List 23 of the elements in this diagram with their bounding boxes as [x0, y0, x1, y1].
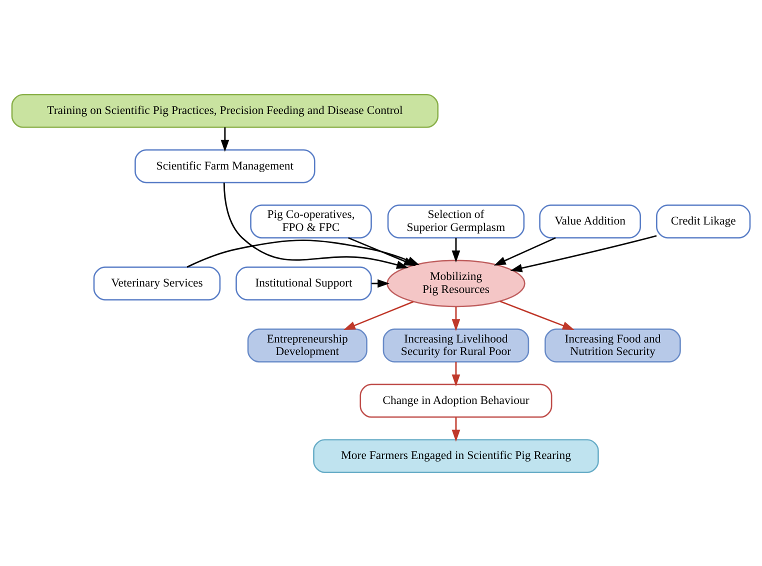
arrow: [452, 306, 460, 331]
node-box: Credit Likage: [656, 204, 751, 238]
node-box: Increasing Food and Nutrition Security: [544, 328, 681, 362]
arrow: [223, 182, 409, 268]
node-box: Institutional Support: [236, 266, 372, 300]
arrow: [343, 300, 414, 330]
node-box: Increasing Livelihood Security for Rural Poor: [382, 328, 530, 362]
node-box: More Farmers Engaged in Scientific Pig Rearing: [313, 438, 599, 473]
node-box: Entrepreneurship Development: [247, 328, 368, 362]
arrow: [220, 126, 230, 152]
node-box: Scientific Farm Management: [134, 148, 316, 183]
arrow: [452, 361, 460, 386]
node-box: Value Addition: [539, 204, 642, 238]
node-box: Pig Co-operatives, FPO & FPC: [250, 204, 372, 238]
node-box: Change in Adoption Behaviour: [360, 383, 552, 418]
arrow: [500, 300, 575, 330]
arrow: [510, 234, 657, 272]
arrow: [494, 236, 556, 266]
arrow: [452, 237, 460, 262]
arrow: [452, 416, 460, 442]
node-box: Training on Scientific Pig Practices, Precision Feeding and Disease Control: [11, 93, 439, 128]
node-box: Veterinary Services: [93, 266, 221, 300]
node-box: Selection of Superior Germplasm: [387, 204, 525, 238]
